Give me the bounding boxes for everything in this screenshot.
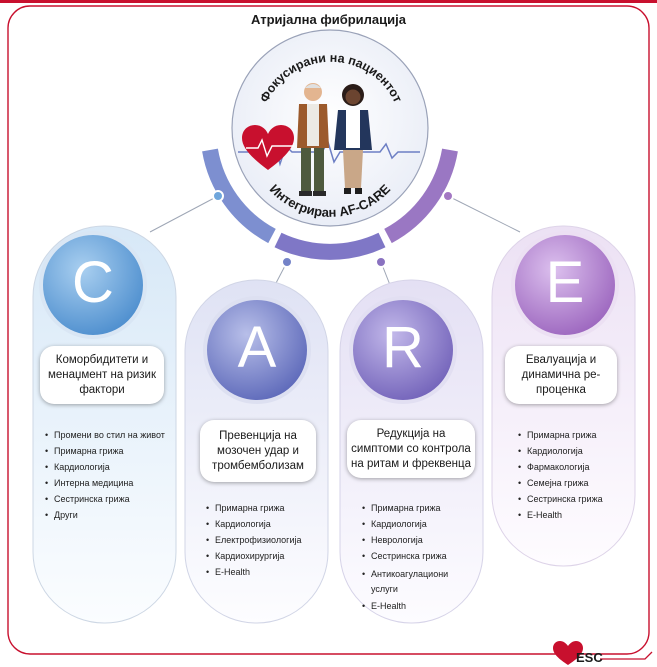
patient-woman-icon xyxy=(334,84,372,194)
list-item: Примарна грижа xyxy=(45,446,177,456)
connector-lines xyxy=(149,195,521,286)
connector-dot-a xyxy=(281,256,293,268)
list-item: Кардиологија xyxy=(45,462,177,472)
hub-arc-bottom xyxy=(274,232,386,260)
list-item: Промени во стил на живот xyxy=(45,430,177,440)
connector-dot-c xyxy=(212,190,224,202)
connector-dot-e xyxy=(442,190,454,202)
list-item: Кардиологија xyxy=(206,519,328,529)
pillar-c-list: Промени во стил на живот Примарна грижа … xyxy=(45,430,177,520)
outer-frame xyxy=(7,5,650,655)
list-item: Сестринска грижа xyxy=(518,494,630,504)
list-item: Кардиологија xyxy=(362,519,472,529)
pillar-a-circle xyxy=(203,296,311,404)
pillar-r-list: Примарна грижа Кардиологија Неврологија … xyxy=(362,503,472,611)
pillar-e-list: Примарна грижа Кардиологија Фармакологиј… xyxy=(518,430,630,520)
list-item: E-Health xyxy=(206,567,328,577)
connector-dot-r xyxy=(375,256,387,268)
list-item: Други xyxy=(45,510,177,520)
hub-arc-right xyxy=(384,148,458,244)
pillar-a-list: Примарна грижа Кардиологија Електрофизио… xyxy=(206,503,328,577)
list-item: E-Health xyxy=(362,601,472,611)
pillar-c-circle xyxy=(39,231,147,339)
esc-heart-icon xyxy=(553,641,583,665)
list-item: Кардиологија xyxy=(518,446,630,456)
list-item: Сестринска грижа xyxy=(362,551,472,561)
list-item: E-Health xyxy=(518,510,630,520)
pillar-e-heading: Евалуација и динамична ре-проценка xyxy=(505,346,617,404)
pillar-a-heading: Превенција на мозочен удар и тромбемболи… xyxy=(200,420,316,482)
list-item: Интерна медицина xyxy=(45,478,177,488)
esc-logo-text: ESC xyxy=(576,650,603,665)
list-item: Антикоагулациони услуги xyxy=(362,567,472,597)
pillar-r-letter: R xyxy=(382,315,424,380)
patient-man-icon xyxy=(297,83,329,196)
list-item: Примарна грижа xyxy=(362,503,472,513)
pillar-r-circle xyxy=(349,296,457,404)
pillar-c-letter: C xyxy=(72,250,114,315)
pillar-e-circle xyxy=(511,231,619,339)
pillar-r-heading: Редукција на симптоми со контрола на рит… xyxy=(347,420,475,478)
pillar-c-heading: Коморбидитети и менаџмент на ризик факто… xyxy=(40,346,164,404)
patient-hub xyxy=(231,29,429,227)
heart-icon xyxy=(242,125,294,170)
list-item: Сестринска грижа xyxy=(45,494,177,504)
list-item: Семејна грижа xyxy=(518,478,630,488)
hub-arc-left xyxy=(202,148,276,244)
list-item: Неврологија xyxy=(362,535,472,545)
list-item: Електрофизиологија xyxy=(206,535,328,545)
list-item: Кардиохирургија xyxy=(206,551,328,561)
list-item: Фармакологија xyxy=(518,462,630,472)
pillar-a-letter: A xyxy=(237,315,277,380)
diagram-title: Атријална фибрилација xyxy=(251,12,406,27)
list-item: Примарна грижа xyxy=(518,430,630,440)
list-item: Примарна грижа xyxy=(206,503,328,513)
pillar-e-letter: E xyxy=(545,250,585,315)
top-accent-line xyxy=(0,0,657,3)
